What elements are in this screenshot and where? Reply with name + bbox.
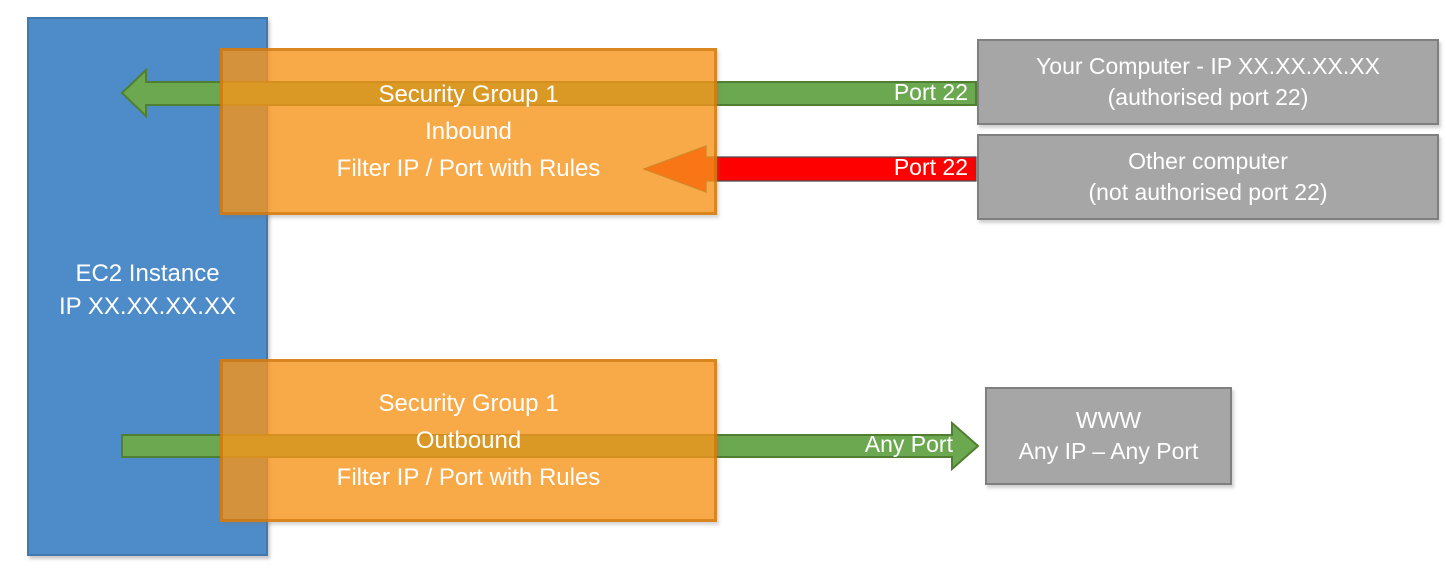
other-computer-box: Other computer (not authorised port 22)	[977, 134, 1439, 220]
ec2-instance-label: EC2 Instance IP XX.XX.XX.XX	[29, 257, 266, 323]
ec2-instance-ip: IP XX.XX.XX.XX	[59, 293, 236, 320]
inbound-allowed-port-label: Port 22	[893, 79, 968, 105]
other-computer-line1: Other computer	[1128, 148, 1288, 174]
ec2-instance-name: EC2 Instance	[75, 260, 220, 287]
security-group-outbound-description: Filter IP / Port with Rules	[336, 464, 601, 491]
security-group-outbound-box: Security Group 1 Outbound Filter IP / Po…	[220, 359, 717, 522]
outbound-port-label: Any Port	[864, 431, 953, 457]
www-line1: WWW	[1075, 407, 1142, 433]
your-computer-box: Your Computer - IP XX.XX.XX.XX (authoris…	[977, 39, 1439, 125]
security-group-outbound-title: Security Group 1	[378, 390, 559, 417]
security-group-inbound-title: Security Group 1	[378, 81, 559, 108]
security-group-inbound-direction: Inbound	[425, 118, 512, 145]
security-group-outbound-direction: Outbound	[415, 427, 522, 454]
inbound-blocked-port-label: Port 22	[893, 154, 968, 180]
your-computer-line1: Your Computer - IP XX.XX.XX.XX	[1036, 53, 1380, 79]
security-group-inbound-description: Filter IP / Port with Rules	[336, 155, 601, 182]
security-group-inbound-box: Security Group 1 Inbound Filter IP / Por…	[220, 48, 717, 215]
www-line2: Any IP – Any Port	[1018, 438, 1199, 464]
www-box: WWW Any IP – Any Port	[985, 387, 1232, 485]
other-computer-line2: (not authorised port 22)	[1088, 179, 1328, 205]
your-computer-line2: (authorised port 22)	[1107, 84, 1309, 110]
